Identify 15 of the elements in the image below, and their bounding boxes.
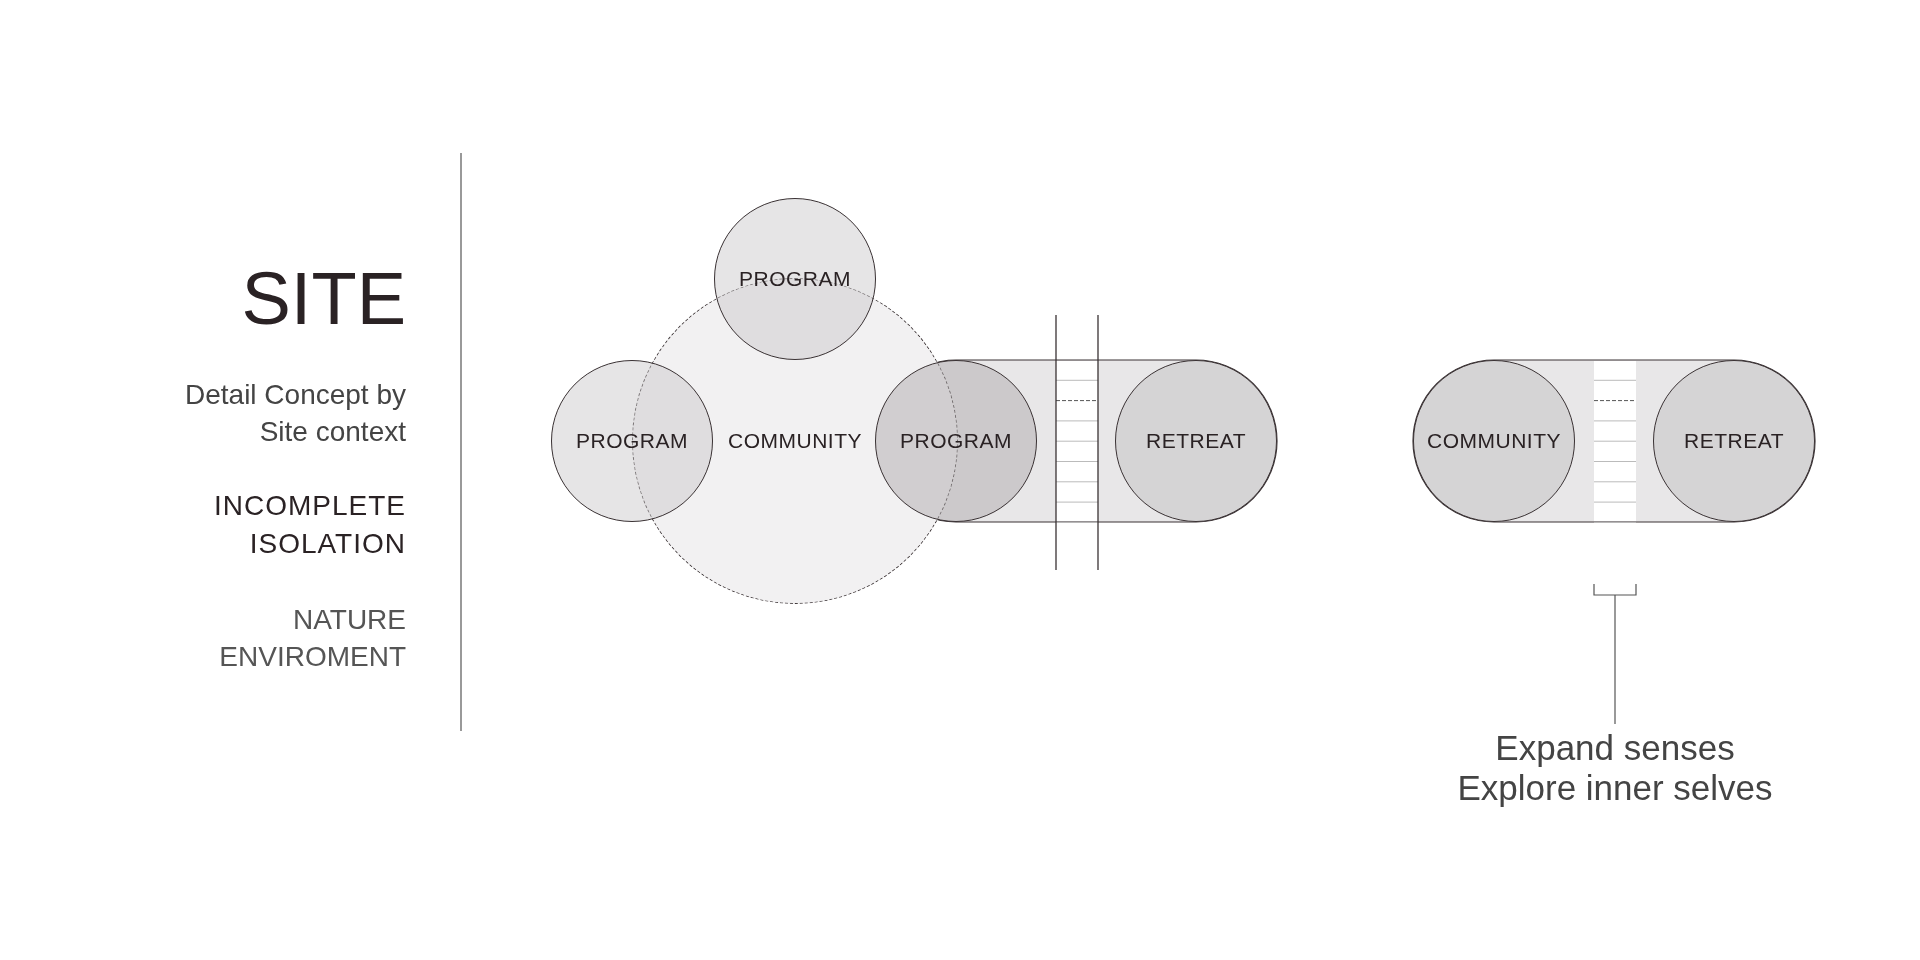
title: SITE — [241, 262, 406, 336]
circle-label: PROGRAM — [576, 429, 688, 453]
circle-label: PROGRAM — [900, 429, 1012, 453]
side-note: INCOMPLETE ISOLATION — [212, 489, 406, 561]
circle-label: RETREAT — [1684, 429, 1784, 453]
circle-label: COMMUNITY — [1427, 429, 1561, 453]
circle-label: RETREAT — [1146, 429, 1246, 453]
leader-line — [1614, 594, 1616, 725]
circle-label: COMMUNITY — [728, 429, 862, 453]
bridge-strip — [1055, 361, 1099, 523]
bridge-strip — [1593, 361, 1637, 523]
side-note: Detail Concept by Site context — [184, 378, 406, 449]
side-note: NATURE ENVIROMENT — [218, 603, 406, 674]
circle-label: PROGRAM — [739, 267, 851, 291]
annotation-text: Expand senses Explore inner selves — [1450, 728, 1780, 808]
